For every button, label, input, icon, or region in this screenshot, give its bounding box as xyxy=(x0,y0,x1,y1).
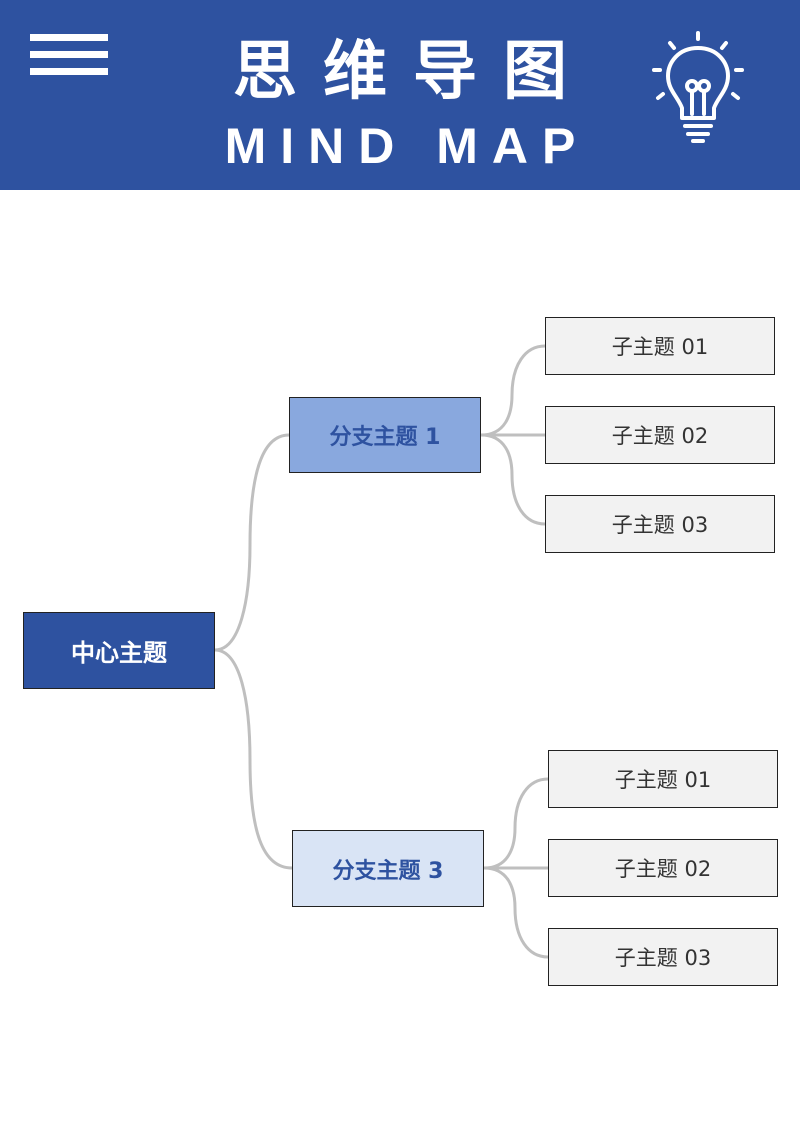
connector-branch3-leaf3 xyxy=(482,866,550,959)
connector-branch1-leaf3 xyxy=(479,433,547,526)
lightbulb-icon xyxy=(652,31,744,143)
connector-center-branch3 xyxy=(213,648,294,870)
branch-topic-1[interactable]: 分支主题 1 xyxy=(289,397,481,473)
subtopic-1-03[interactable]: 子主题 03 xyxy=(545,495,775,553)
subtopic-3-02[interactable]: 子主题 02 xyxy=(548,839,778,897)
connector-center-branch1 xyxy=(213,433,291,652)
subtopic-3-01[interactable]: 子主题 01 xyxy=(548,750,778,808)
subtopic-1-01[interactable]: 子主题 01 xyxy=(545,317,775,375)
subtopic-3-03[interactable]: 子主题 03 xyxy=(548,928,778,986)
menu-icon[interactable] xyxy=(30,34,108,76)
central-topic[interactable]: 中心主题 xyxy=(23,612,215,689)
branch-topic-3[interactable]: 分支主题 3 xyxy=(292,830,484,907)
connector-branch3-leaf1 xyxy=(482,777,550,870)
connector-branch1-leaf1 xyxy=(479,344,547,437)
subtopic-1-02[interactable]: 子主题 02 xyxy=(545,406,775,464)
header-banner: 思维导图 MIND MAP xyxy=(0,0,800,190)
title-english: MIND MAP xyxy=(224,118,590,174)
title-chinese: 思维导图 xyxy=(233,35,593,109)
